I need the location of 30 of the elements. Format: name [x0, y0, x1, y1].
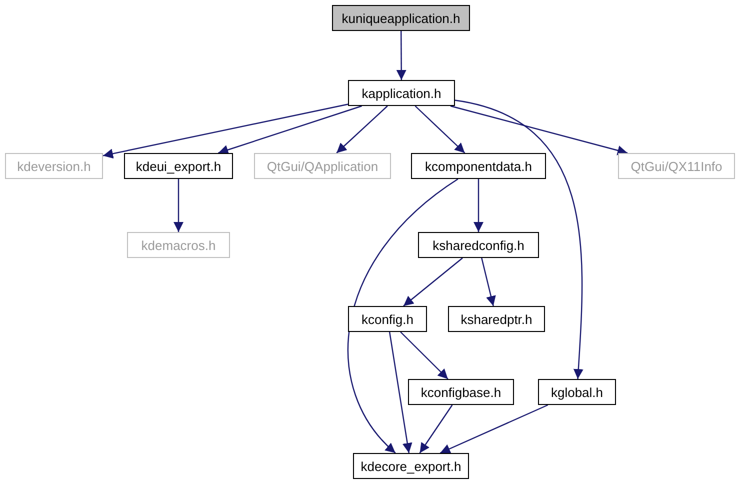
header-file-box: kapplication.h	[348, 80, 455, 106]
header-file-box: QtGui/QX11Info	[618, 153, 735, 179]
header-file-box: kconfigbase.h	[408, 379, 514, 405]
header-file-box: kdecore_export.h	[353, 453, 469, 479]
header-file-box: kconfig.h	[348, 306, 427, 332]
header-file-box: kuniqueapplication.h	[332, 5, 470, 31]
header-file-box: ksharedptr.h	[448, 306, 545, 332]
header-file-box: kcomponentdata.h	[411, 153, 546, 179]
header-file-box: ksharedconfig.h	[418, 232, 539, 258]
arrow	[396, 31, 406, 80]
header-file-box: QtGui/QApplication	[254, 153, 391, 179]
arrow	[336, 106, 388, 154]
arrow	[218, 105, 362, 155]
arrow	[414, 106, 466, 154]
arrow	[474, 179, 484, 232]
arrow	[440, 404, 548, 454]
arrow	[400, 332, 448, 380]
header-file-box: kdeui_export.h	[124, 153, 233, 179]
header-file-box: kglobal.h	[538, 379, 616, 405]
arrow	[174, 179, 184, 232]
arrow	[481, 258, 496, 306]
header-file-box: kdemacros.h	[127, 232, 230, 258]
arrow	[454, 100, 584, 380]
arrow	[102, 104, 348, 159]
header-file-box: kdeversion.h	[5, 153, 103, 179]
arrow	[450, 105, 628, 156]
arrow	[403, 258, 463, 306]
arrow	[388, 332, 412, 454]
arrow	[419, 404, 453, 454]
arrow	[348, 178, 458, 454]
